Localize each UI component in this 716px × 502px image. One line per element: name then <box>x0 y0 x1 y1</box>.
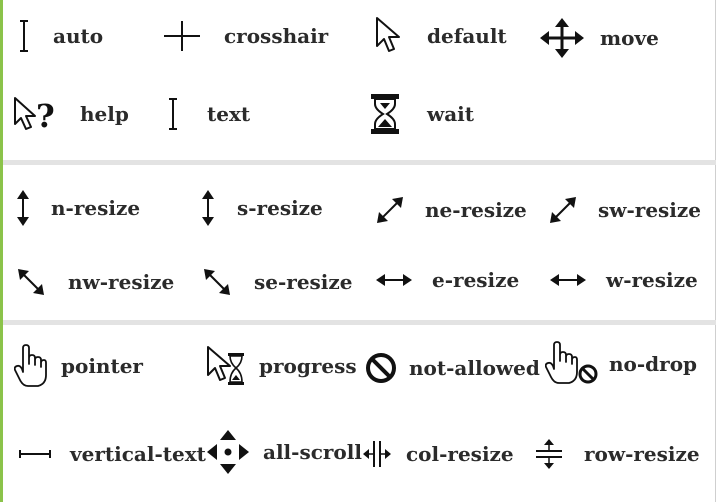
cursor-label: nw-resize <box>68 270 175 294</box>
no-drop-hand-icon <box>545 341 599 387</box>
cursor-item-text: text <box>160 94 250 134</box>
diagonal-nw-arrow-icon <box>16 267 46 297</box>
cursor-label: s-resize <box>237 196 323 220</box>
cursor-item-auto: auto <box>10 16 103 56</box>
cursor-label: e-resize <box>432 268 520 292</box>
hand-pointer-icon <box>14 344 48 388</box>
cursor-label: sw-resize <box>598 198 701 222</box>
cursor-label: vertical-text <box>70 442 206 466</box>
cursor-item-vertical-text: vertical-text <box>18 434 206 474</box>
not-allowed-icon <box>364 352 398 384</box>
text-cursor-icon <box>160 97 186 131</box>
horizontal-double-arrow-icon <box>376 272 412 288</box>
horizontal-double-arrow-icon <box>550 272 586 288</box>
col-resize-icon <box>363 439 391 469</box>
cursor-label: crosshair <box>224 24 329 48</box>
cursor-label: row-resize <box>584 442 700 466</box>
cursor-item-help: ? help <box>12 94 129 134</box>
svg-text:?: ? <box>36 97 55 134</box>
arrow-pointer-icon <box>374 16 404 56</box>
cursor-label: all-scroll <box>263 440 362 464</box>
cursor-item-crosshair: crosshair <box>162 16 328 56</box>
cursor-label: n-resize <box>51 196 141 220</box>
hourglass-icon <box>370 93 400 135</box>
progress-cursor-icon <box>206 345 246 387</box>
cursor-label: pointer <box>61 354 143 378</box>
cursor-item-ne-resize: ne-resize <box>375 190 527 230</box>
cursor-label: not-allowed <box>409 356 540 380</box>
cursor-item-all-scroll: all-scroll <box>207 430 362 474</box>
vertical-double-arrow-icon <box>12 190 34 226</box>
move-arrows-icon <box>540 18 584 58</box>
text-cursor-icon <box>10 19 38 53</box>
cursor-label: help <box>80 102 129 126</box>
cursor-label: auto <box>53 24 104 48</box>
diagonal-ne-arrow-icon <box>548 195 578 225</box>
cursor-item-progress: progress <box>206 346 357 386</box>
section-divider <box>3 320 716 325</box>
cursor-label: col-resize <box>406 442 514 466</box>
cursor-item-w-resize: w-resize <box>550 260 698 300</box>
cursor-item-n-resize: n-resize <box>12 188 140 228</box>
cursor-label: text <box>207 102 251 126</box>
cursor-item-wait: wait <box>370 94 474 134</box>
cursor-item-e-resize: e-resize <box>376 260 519 300</box>
cursor-label: w-resize <box>606 268 698 292</box>
cursor-item-col-resize: col-resize <box>363 434 514 474</box>
vertical-double-arrow-icon <box>196 190 220 226</box>
row-resize-icon <box>534 439 564 469</box>
cursor-item-s-resize: s-resize <box>196 188 323 228</box>
section-divider <box>3 160 716 165</box>
cursor-item-default: default <box>374 16 507 56</box>
vertical-text-cursor-icon <box>18 447 52 461</box>
cursor-item-se-resize: se-resize <box>202 262 353 302</box>
cursor-label: progress <box>259 354 357 378</box>
help-cursor-icon: ? <box>12 94 64 134</box>
cursor-item-nw-resize: nw-resize <box>16 262 174 302</box>
left-accent-bar <box>0 0 3 502</box>
cursor-item-move: move <box>540 18 659 58</box>
cursor-item-row-resize: row-resize <box>534 434 700 474</box>
crosshair-icon <box>162 21 202 51</box>
cursor-item-not-allowed: not-allowed <box>364 348 540 388</box>
cursor-label: no-drop <box>609 352 698 376</box>
cursor-item-sw-resize: sw-resize <box>548 190 701 230</box>
diagonal-nw-arrow-icon <box>202 267 232 297</box>
cursor-item-pointer: pointer <box>14 344 143 388</box>
cursor-label: wait <box>427 102 475 126</box>
cursor-label: default <box>427 24 507 48</box>
cursor-label: se-resize <box>254 270 353 294</box>
cursor-item-no-drop: no-drop <box>545 341 698 387</box>
cursor-label: ne-resize <box>425 198 527 222</box>
diagonal-ne-arrow-icon <box>375 195 405 225</box>
cursor-label: move <box>600 26 659 50</box>
all-scroll-icon <box>207 430 249 474</box>
